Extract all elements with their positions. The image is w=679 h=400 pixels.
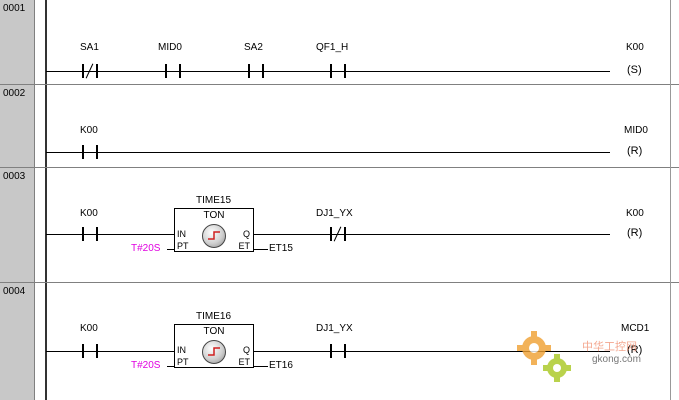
- preset-time-value[interactable]: T#20S: [131, 360, 161, 371]
- ton-timer-block[interactable]: TON IN PT Q ET: [174, 208, 254, 252]
- rung-0001[interactable]: 0001 SA1 MID0 SA2 QF1_H K00 (S): [0, 0, 679, 85]
- watermark-url: gkong.com: [592, 354, 641, 365]
- rung-wire: [46, 71, 610, 72]
- contact-label: DJ1_YX: [316, 323, 353, 334]
- pt-wire: [167, 249, 175, 250]
- coil-label: MCD1: [621, 323, 650, 334]
- reset-coil-k00[interactable]: (R): [627, 227, 643, 239]
- clock-icon: [202, 340, 226, 364]
- coil-label: K00: [626, 208, 644, 219]
- contact-label: K00: [80, 125, 98, 136]
- contact-label: DJ1_YX: [316, 208, 353, 219]
- contact-label: MID0: [158, 42, 182, 53]
- preset-time-value[interactable]: T#20S: [131, 243, 161, 254]
- pin-in: IN: [177, 345, 186, 355]
- pin-pt: PT: [177, 241, 189, 251]
- rung-number: 0004: [3, 286, 26, 297]
- watermark-text: 中华工控网: [582, 341, 637, 353]
- timer-instance-name: TIME15: [196, 195, 232, 206]
- rung-wire: [46, 234, 174, 235]
- reset-coil-mid0[interactable]: (R): [627, 145, 643, 157]
- pin-in: IN: [177, 229, 186, 239]
- rung-wire: [46, 152, 610, 153]
- timer-type: TON: [203, 326, 225, 337]
- rung-0003[interactable]: 0003 K00 TIME15 TON IN PT Q ET T#20S ET1…: [0, 168, 679, 283]
- contact-label: K00: [80, 208, 98, 219]
- pt-wire: [167, 366, 175, 367]
- pin-q: Q: [242, 345, 250, 355]
- rung-wire: [46, 351, 174, 352]
- rung-0004[interactable]: 0004 K00 TIME16 TON IN PT Q ET T#20S ET1…: [0, 283, 679, 400]
- rung-wire: [254, 351, 610, 352]
- rung-0002[interactable]: 0002 K00 MID0 (R): [0, 85, 679, 168]
- coil-label: MID0: [624, 125, 648, 136]
- contact-label: SA1: [80, 42, 99, 53]
- watermark-logo: 中华工控网 gkong.com: [512, 322, 672, 392]
- contact-label: SA2: [244, 42, 263, 53]
- gear-icon: [517, 331, 571, 382]
- elapsed-time-output[interactable]: ET16: [269, 360, 293, 371]
- set-coil-k00[interactable]: (S): [627, 64, 642, 76]
- right-power-rail: [670, 0, 671, 400]
- rung-number: 0002: [3, 88, 26, 99]
- elapsed-time-output[interactable]: ET15: [269, 243, 293, 254]
- pin-et: ET: [238, 241, 250, 251]
- pin-et: ET: [238, 357, 250, 367]
- rung-number: 0003: [3, 171, 26, 182]
- rung-number: 0001: [3, 3, 26, 14]
- rung-number-gutter: [0, 0, 35, 400]
- pin-pt: PT: [177, 357, 189, 367]
- timer-type: TON: [203, 210, 225, 221]
- coil-label: K00: [626, 42, 644, 53]
- et-wire: [254, 366, 268, 367]
- left-power-rail: [45, 0, 47, 400]
- contact-label: QF1_H: [316, 42, 349, 53]
- et-wire: [254, 249, 268, 250]
- contact-label: K00: [80, 323, 98, 334]
- clock-icon: [202, 224, 226, 248]
- timer-instance-name: TIME16: [196, 311, 232, 322]
- rung-wire: [254, 234, 610, 235]
- reset-coil-mcd1[interactable]: (R): [627, 344, 643, 356]
- pin-q: Q: [242, 229, 250, 239]
- ton-timer-block[interactable]: TON IN PT Q ET: [174, 324, 254, 368]
